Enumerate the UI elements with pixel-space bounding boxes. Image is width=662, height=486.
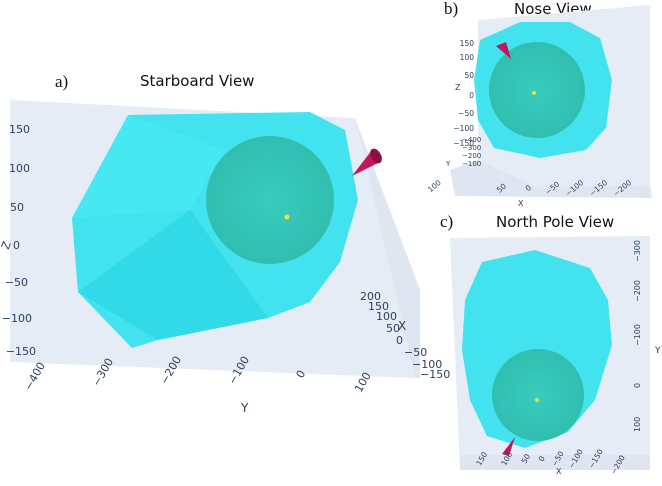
panel-a-z-ticks: 150 100 50 0 −50 −100 −150 <box>2 123 36 358</box>
c-x-tick-label: 50 <box>520 452 533 465</box>
b-y-tick-label: −200 <box>462 152 481 160</box>
panel-b-x-title: X <box>518 199 524 208</box>
panel-b-cone <box>496 42 511 59</box>
b-z-tick-label: −100 <box>453 124 474 133</box>
a-y-tick-label: −400 <box>22 360 48 393</box>
a-x-tick-label: 150 <box>368 300 389 313</box>
panel-b-y-ticks: −100−200−300−400 <box>462 136 481 168</box>
panel-a-label: a) <box>55 72 69 91</box>
panel-a-y-title: Y <box>240 401 249 415</box>
panel-b-z-ticks: 150 100 50 0 −50 −100 −150 <box>453 39 474 148</box>
panel-c-title: North Pole View <box>496 213 615 231</box>
panel-a-center-marker <box>284 214 290 220</box>
a-x-tick-label: −50 <box>404 346 427 359</box>
panel-a-x-title: X <box>398 319 406 333</box>
panel-b-label: b) <box>444 0 459 18</box>
a-z-tick-label: 0 <box>13 239 20 252</box>
a-x-tick-label: 100 <box>376 310 397 323</box>
panel-c-y-ticks: −300 −200 −100 0 100 <box>633 240 642 432</box>
c-y-tick-label: 0 <box>633 383 642 388</box>
panel-a-title: Starboard View <box>140 72 255 90</box>
panel-b-center-marker <box>532 91 536 95</box>
b-z-tick-label: 100 <box>460 53 475 62</box>
a-z-tick-label: −150 <box>6 345 36 358</box>
c-y-tick-label: −200 <box>633 280 642 302</box>
panel-c-center-marker <box>535 398 539 402</box>
b-x-tick-label: 0 <box>524 183 534 193</box>
a-x-tick-label: 0 <box>396 334 403 347</box>
panel-b-sphere <box>489 42 585 138</box>
panel-c-x-title: X <box>556 467 562 476</box>
panel-b-z-title: Z <box>455 83 461 92</box>
panel-a-sphere <box>206 136 334 264</box>
b-z-tick-label: 50 <box>464 71 474 80</box>
panel-b-floor <box>450 160 652 198</box>
b-y-tick-label: −100 <box>462 160 481 168</box>
c-x-tick-label: 0 <box>537 454 547 463</box>
panel-c-sphere <box>492 349 584 441</box>
a-z-tick-label: −50 <box>5 276 28 289</box>
b-z-tick-label: 150 <box>460 39 475 48</box>
a-x-tick-label: −100 <box>412 358 442 371</box>
b-z-tick-label: −50 <box>458 109 474 118</box>
panel-b-y-title: Y <box>445 160 451 168</box>
b-y-tick-label: −300 <box>462 144 481 152</box>
b-x-tick-label: 100 <box>426 178 443 194</box>
a-x-tick-label: −150 <box>420 368 450 381</box>
panel-c-cone <box>502 437 515 456</box>
a-z-tick-label: −100 <box>2 312 32 325</box>
b-z-tick-label: 0 <box>469 91 474 100</box>
b-z-tick-label: −150 <box>453 139 474 148</box>
panel-c-y-title: Y <box>654 346 661 356</box>
panel-c-floor <box>460 455 650 470</box>
a-z-tick-label: 100 <box>9 162 30 175</box>
panel-a-cone-base <box>370 148 382 164</box>
panel-a-hull-facet <box>72 115 225 218</box>
a-z-tick-label: 150 <box>9 123 30 136</box>
panel-a-backplane-floor <box>355 118 420 378</box>
a-x-tick-label: 50 <box>386 322 400 335</box>
panel-a-hull-facet-lower <box>78 210 268 340</box>
a-z-tick-label: 50 <box>10 201 24 214</box>
c-y-tick-label: 100 <box>633 417 642 432</box>
c-y-tick-label: −100 <box>633 324 642 346</box>
c-y-tick-label: −300 <box>633 240 642 262</box>
a-x-tick-label: 200 <box>360 290 381 303</box>
panel-a-z-title: Z <box>0 239 14 251</box>
panel-c-label: c) <box>440 212 454 231</box>
b-y-tick-label: −400 <box>462 136 481 144</box>
